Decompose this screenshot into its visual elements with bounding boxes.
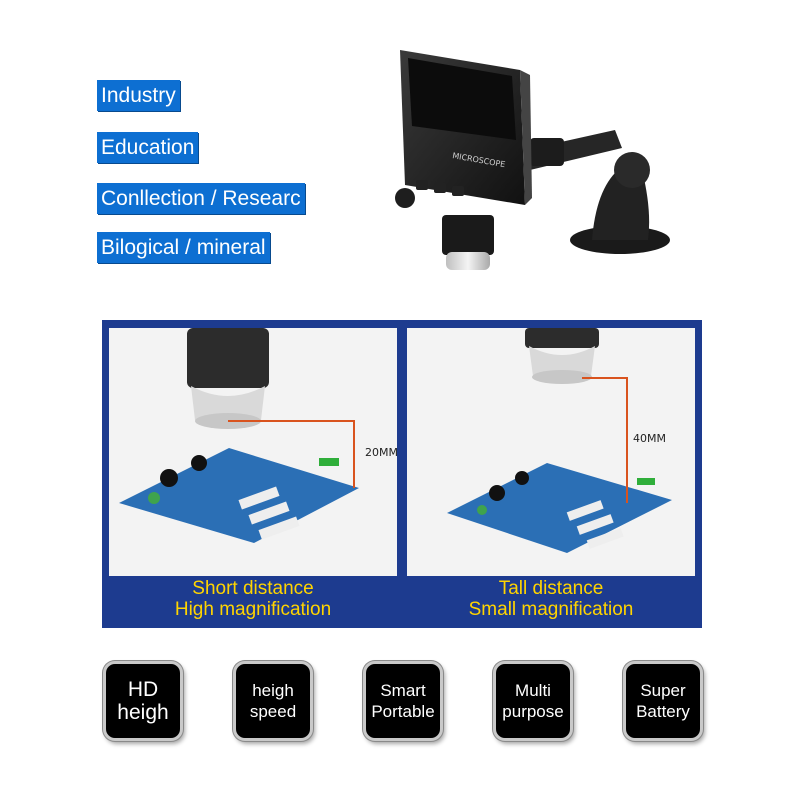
badge-line-2: Portable xyxy=(371,702,435,721)
short-distance-illustration xyxy=(109,328,397,576)
distance-label-40mm: 40MM xyxy=(633,432,666,445)
tag-education: Education xyxy=(97,132,199,163)
microscope-product-image: MICROSCOPE xyxy=(380,30,700,290)
badge-line-1: Super xyxy=(640,681,686,700)
badge-super-battery: Super Battery xyxy=(623,661,703,741)
caption-line-1: Short distance xyxy=(192,578,314,599)
badge-multi-purpose: Multi purpose xyxy=(493,661,573,741)
badge-hd-heigh: HD heigh xyxy=(103,661,183,741)
badge-line-2: heigh xyxy=(117,701,169,724)
tag-collection-research: Conllection / Researc xyxy=(97,183,305,214)
badge-smart-portable: Smart Portable xyxy=(363,661,443,741)
badge-line-2: Battery xyxy=(636,702,690,721)
short-distance-caption: Short distance High magnification xyxy=(108,578,398,620)
tall-distance-caption: Tall distance Small magnification xyxy=(406,578,696,620)
badge-line-1: HD xyxy=(127,678,159,701)
distance-label-20mm: 20MM xyxy=(365,446,397,459)
tall-distance-illustration xyxy=(407,328,695,576)
badge-line-2: speed xyxy=(249,702,297,721)
short-distance-photo: 20MM xyxy=(109,328,397,576)
tall-distance-photo: 40MM xyxy=(407,328,695,576)
caption-line-2: High magnification xyxy=(174,599,332,620)
caption-line-2: Small magnification xyxy=(468,599,634,620)
microscope-illustration: MICROSCOPE xyxy=(395,50,670,270)
badge-heigh-speed: heigh speed xyxy=(233,661,313,741)
distance-comparison-panel: 20MM 40MM Short distance High magnificat… xyxy=(102,320,702,628)
badge-line-1: Smart xyxy=(380,681,426,700)
tag-biological-mineral: Bilogical / mineral xyxy=(97,232,270,263)
badge-line-1: Multi xyxy=(515,681,551,700)
badge-line-2: purpose xyxy=(502,702,564,721)
caption-line-1: Tall distance xyxy=(498,578,604,599)
badge-line-1: heigh xyxy=(252,681,294,700)
tag-industry: Industry xyxy=(97,80,180,111)
